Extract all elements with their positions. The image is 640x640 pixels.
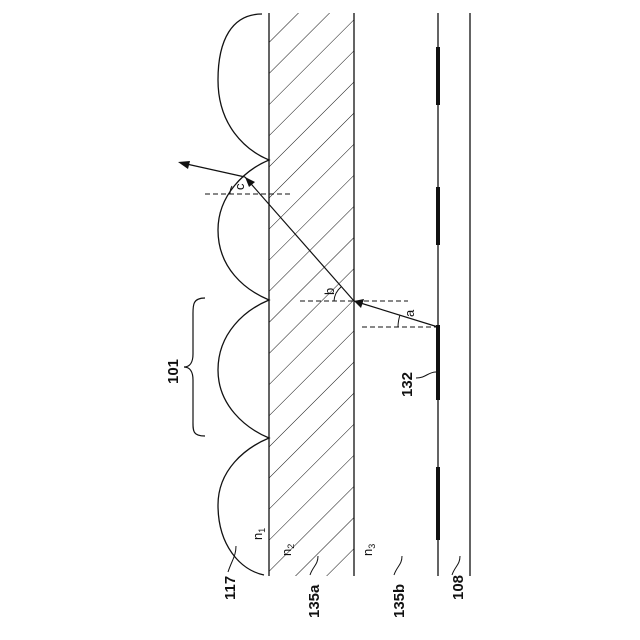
label-135b: 135b bbox=[391, 584, 408, 618]
layer-135a-hatch bbox=[269, 13, 354, 576]
label-132: 132 bbox=[399, 372, 416, 397]
label-117: 117 bbox=[222, 576, 239, 600]
angle-arc-a bbox=[398, 315, 400, 327]
svg-text:n1: n1 bbox=[250, 528, 267, 540]
ray-arrowhead bbox=[178, 161, 190, 169]
leader-132 bbox=[416, 372, 436, 378]
svg-text:n3: n3 bbox=[360, 544, 377, 556]
ray-arrowhead bbox=[354, 299, 364, 308]
angle-label-b: b bbox=[322, 288, 337, 295]
angle-label-a: a bbox=[402, 309, 417, 317]
label-108: 108 bbox=[450, 575, 467, 600]
pitch-brace bbox=[184, 298, 205, 436]
label-101: 101 bbox=[165, 359, 182, 384]
angle-label-c: c bbox=[232, 183, 247, 190]
index-n1: n1 bbox=[250, 528, 267, 540]
label-135a: 135a bbox=[306, 584, 323, 618]
microlens-surface bbox=[218, 14, 269, 575]
leader-108 bbox=[452, 556, 460, 575]
leader-135b bbox=[394, 556, 402, 575]
index-n3: n3 bbox=[360, 544, 377, 556]
